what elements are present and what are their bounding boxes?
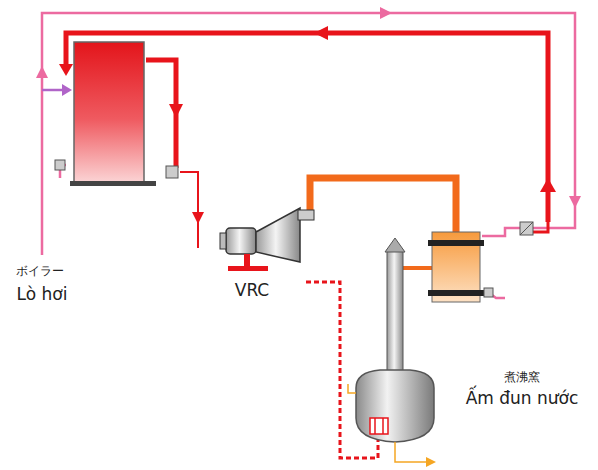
label-name: VRC <box>235 280 269 300</box>
label-japanese: 煮沸窯 <box>504 370 540 384</box>
red-thin-pipe <box>180 172 198 248</box>
label-vietnamese: Lò hơi <box>17 284 68 304</box>
heat-exchanger-symbol <box>428 222 533 302</box>
label-japanese: ボイラー <box>16 264 64 278</box>
compressor-symbol <box>220 208 314 271</box>
boiler-symbol <box>55 42 178 186</box>
red-pipe <box>66 33 548 232</box>
kettle-symbol <box>348 238 436 467</box>
label-vietnamese: Ấm đun nước <box>466 388 579 408</box>
pink-pipe <box>42 13 575 298</box>
